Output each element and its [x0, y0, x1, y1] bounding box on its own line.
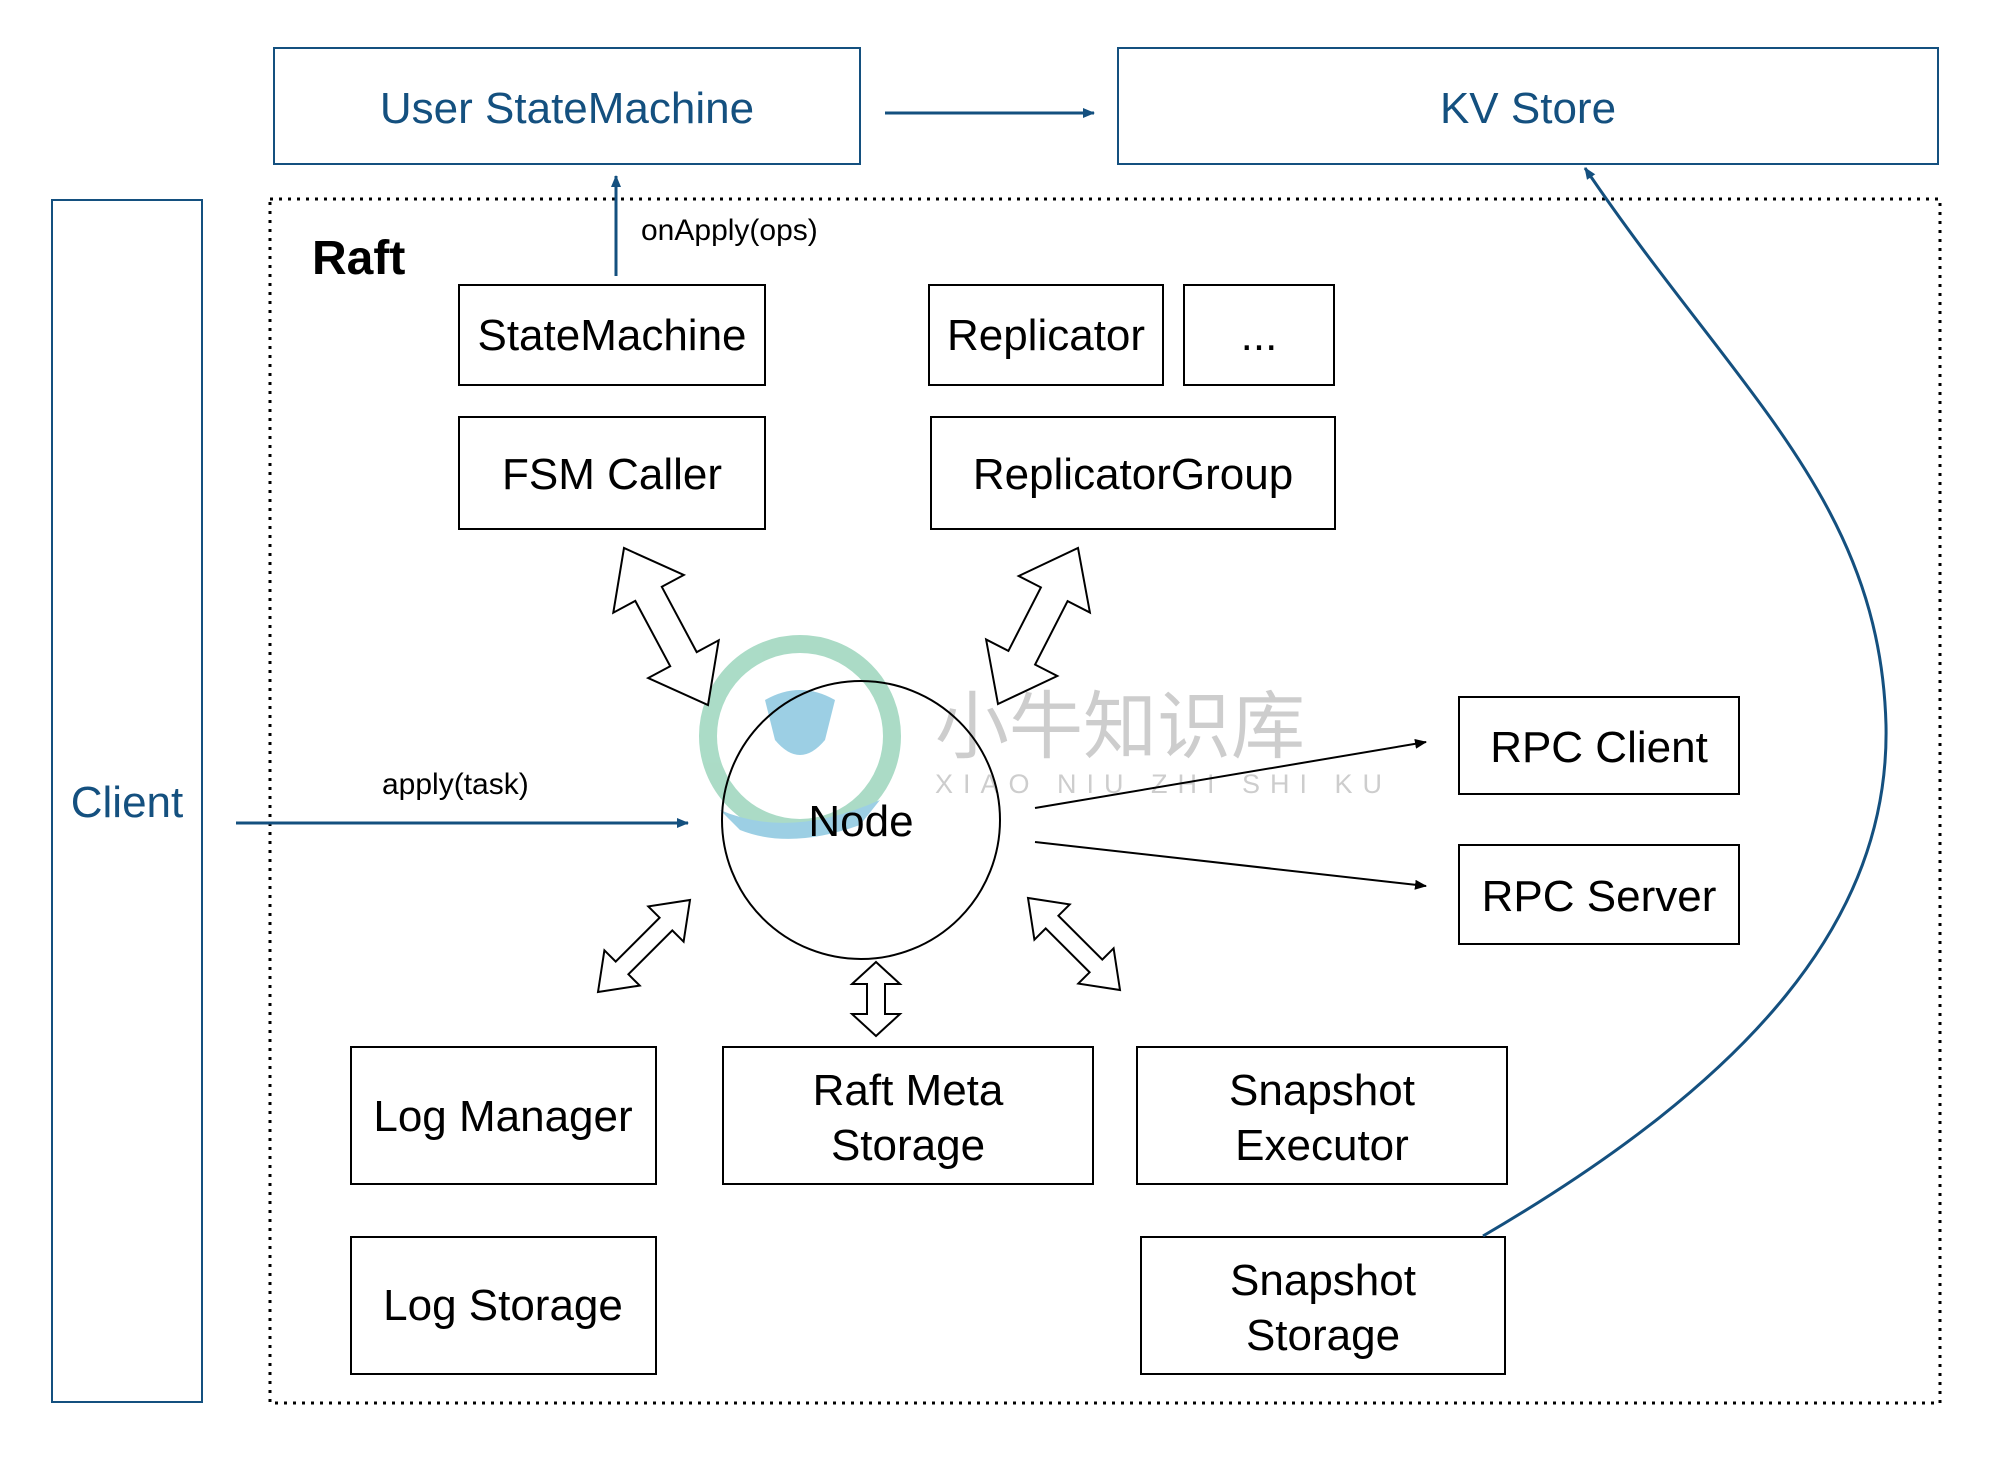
log-manager-label: Log Manager — [373, 1092, 632, 1141]
on-apply-label: onApply(ops) — [641, 214, 818, 247]
rpc-client-label: RPC Client — [1490, 723, 1708, 772]
rpc-server-box: RPC Server — [1458, 844, 1740, 945]
rpc-client-box: RPC Client — [1458, 696, 1740, 795]
node-to-rpc-client-arrow — [1034, 738, 1427, 809]
replicator-group-node-double-arrow — [984, 546, 1092, 706]
raft-container — [268, 197, 1942, 1405]
snapshot-executor-box: Snapshot Executor — [1136, 1046, 1508, 1185]
watermark-text: 小牛知识库 — [935, 685, 1305, 768]
snapshot-storage-label-line2: Storage — [1246, 1311, 1400, 1360]
watermark-subtext: XIAO NIU ZHI SHI KU — [935, 769, 1392, 799]
snapshot-executor-label-line1: Snapshot — [1229, 1066, 1415, 1115]
snapshot-storage-label-line1: Snapshot — [1230, 1256, 1416, 1305]
kv-store-label: KV Store — [1440, 84, 1616, 133]
replicator-box: Replicator — [928, 284, 1164, 386]
rpc-server-label: RPC Server — [1482, 872, 1717, 921]
watermark-logo-bull — [765, 690, 835, 755]
double-arrows — [596, 546, 1122, 1038]
node-label: Node — [808, 797, 913, 846]
user-statemachine-label: User StateMachine — [380, 84, 754, 133]
client-box: Client — [51, 199, 203, 1403]
raft-meta-storage-label-line1: Raft Meta — [813, 1066, 1004, 1115]
raft-meta-storage-label-line2: Storage — [831, 1121, 985, 1170]
client-label: Client — [71, 778, 184, 827]
snapshot-storage-box: Snapshot Storage — [1140, 1236, 1506, 1375]
snapshot-to-kvstore-curve — [1482, 167, 1888, 1238]
log-manager-box: Log Manager — [350, 1046, 657, 1185]
log-storage-label: Log Storage — [383, 1281, 623, 1330]
log-manager-node-double-arrow — [596, 898, 692, 994]
watermark-logo-hand — [720, 800, 880, 839]
fsm-caller-box: FSM Caller — [458, 416, 766, 530]
fsm-caller-node-double-arrow — [611, 546, 721, 707]
ellipsis-label: ... — [1241, 311, 1278, 360]
fsm-caller-label: FSM Caller — [502, 450, 722, 499]
replicator-label: Replicator — [947, 311, 1145, 360]
apply-task-label: apply(task) — [382, 768, 529, 801]
snapshot-executor-label-line2: Executor — [1235, 1121, 1409, 1170]
raft-meta-node-double-arrow — [849, 960, 903, 1038]
ellipsis-box: ... — [1183, 284, 1335, 386]
raft-title: Raft — [312, 232, 405, 285]
replicator-group-label: ReplicatorGroup — [973, 450, 1293, 499]
replicator-group-box: ReplicatorGroup — [930, 416, 1336, 530]
user-statemachine-box: User StateMachine — [273, 47, 861, 165]
kv-store-box: KV Store — [1117, 47, 1939, 165]
state-machine-box: StateMachine — [458, 284, 766, 386]
state-machine-label: StateMachine — [477, 311, 746, 360]
node-to-rpc-server-arrow — [1034, 841, 1427, 890]
snapshot-executor-node-double-arrow — [1026, 896, 1122, 992]
raft-meta-storage-box: Raft Meta Storage — [722, 1046, 1094, 1185]
node-circle: Node — [721, 680, 1001, 960]
log-storage-box: Log Storage — [350, 1236, 657, 1375]
